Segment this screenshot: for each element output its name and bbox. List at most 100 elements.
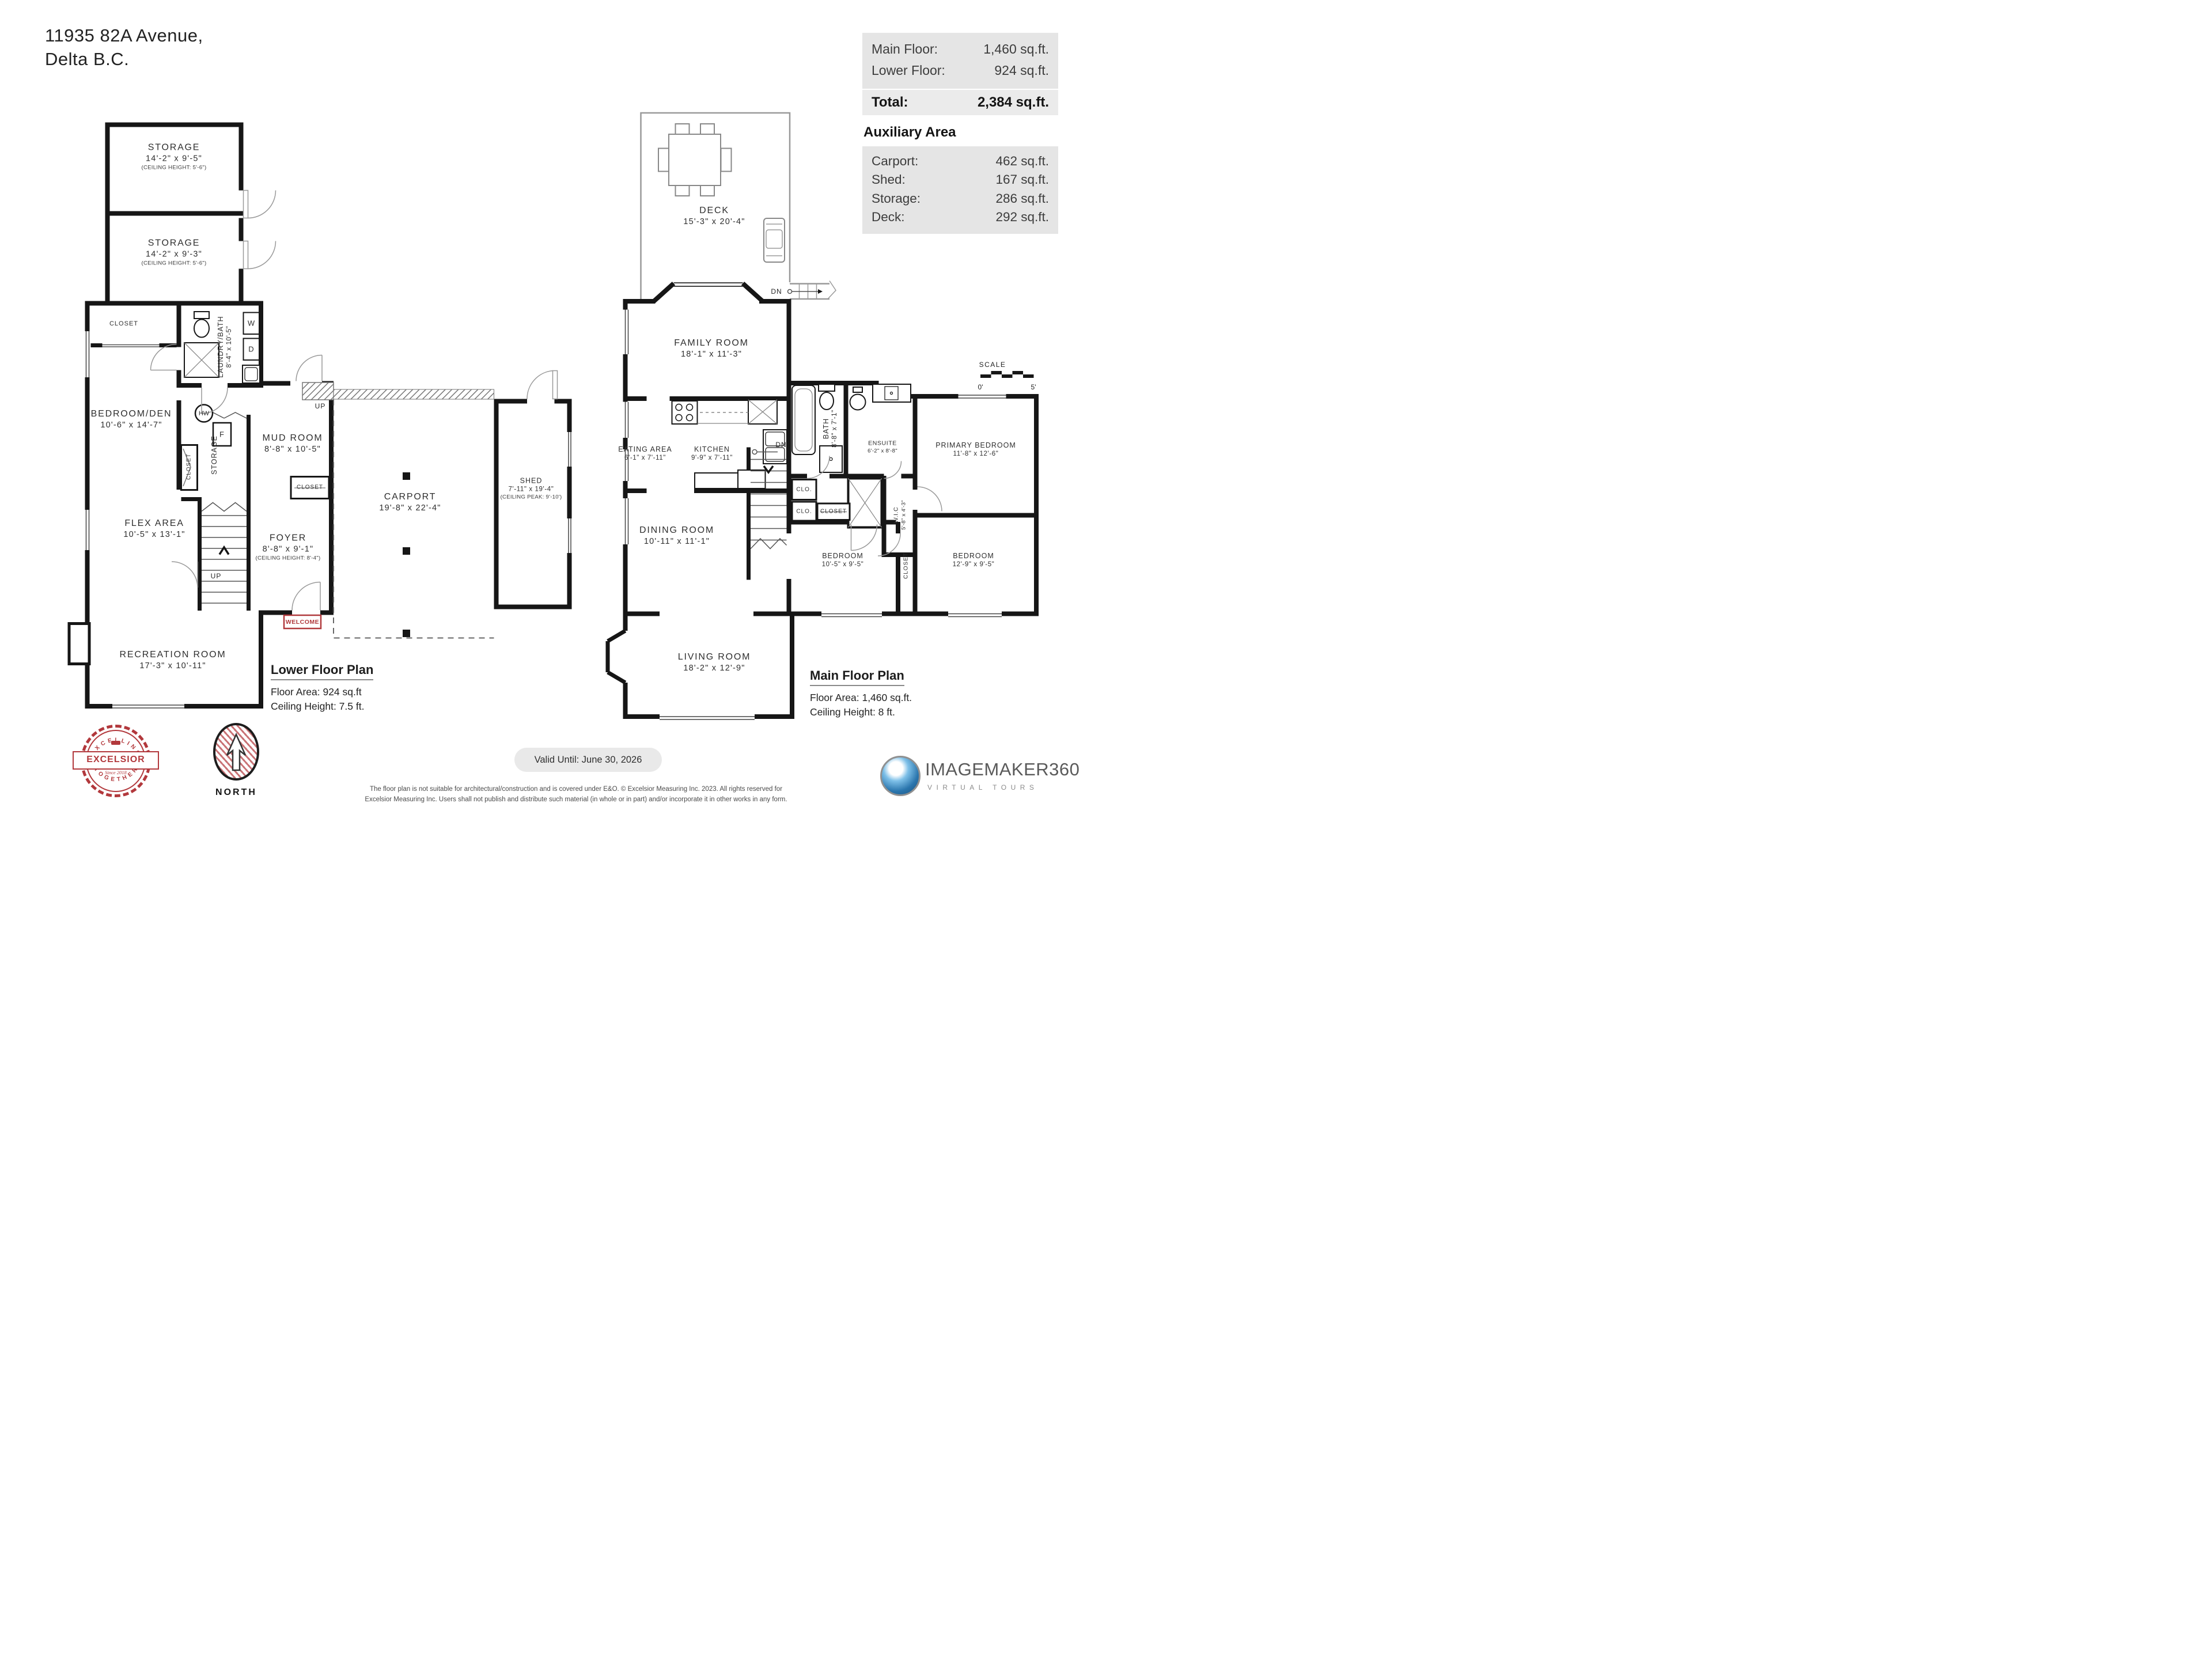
- lower-room-label-flex-area: FLEX AREA 10'-5" x 13'-1": [123, 518, 185, 539]
- main-room-label-family: FAMILY ROOM 18'-1" x 11'-3": [674, 338, 748, 359]
- excelsior-badge: · E X C E L L I N G · · T O G E T H E R …: [73, 724, 159, 798]
- room-dimensions: 11'-8" x 12'-6": [953, 450, 999, 457]
- room-name: STORAGE: [147, 142, 200, 153]
- aux-row: Carport: 462 sq.ft.: [872, 152, 1049, 171]
- entry-steps: [302, 382, 334, 400]
- auxiliary-box: Carport: 462 sq.ft. Shed: 167 sq.ft. Sto…: [862, 146, 1058, 234]
- room-dimensions: 10'-6" x 14'-7": [100, 421, 162, 430]
- main-plan-ceiling: Ceiling Height: 8 ft.: [810, 706, 895, 718]
- deck-label: Deck:: [872, 210, 905, 225]
- room-name: BEDROOM/DEN: [90, 409, 172, 419]
- room-name: STORAGE: [147, 238, 200, 248]
- lower-floor-value: 924 sq.ft.: [994, 63, 1049, 78]
- kitchen-fixtures: [671, 399, 787, 489]
- badge-since: Since 2018: [105, 770, 127, 775]
- shed-label: Shed:: [872, 172, 906, 187]
- carport-boundary: [333, 400, 494, 639]
- room-dimensions: 17'-3" x 10'-11": [139, 661, 206, 671]
- room-name: STORAGE: [210, 435, 218, 475]
- north-label: NORTH: [215, 787, 257, 797]
- room-name: DINING ROOM: [639, 525, 715, 535]
- room-name: PRIMARY BEDROOM: [935, 441, 1016, 449]
- main-label-closet-hall: CLOSET: [820, 508, 847, 515]
- north-indicator: NORTH: [212, 723, 260, 798]
- lower-label-closet-bed: CLOSET: [185, 453, 192, 480]
- aux-row: Shed: 167 sq.ft.: [872, 171, 1049, 190]
- imagemaker-name: IMAGEMAKER360: [925, 759, 1080, 779]
- room-dimensions: 6'-1" x 7'-11": [624, 454, 666, 461]
- aux-row: Storage: 286 sq.ft.: [872, 190, 1049, 209]
- room-name: BATH: [822, 418, 830, 440]
- main-room-label-dining: DINING ROOM 10'-11" x 11'-1": [639, 525, 714, 546]
- main-room-label-living: LIVING ROOM 18'-2" x 12'-9": [678, 652, 751, 673]
- chimney: [67, 622, 91, 665]
- lower-plan-title: Lower Floor Plan: [271, 662, 374, 680]
- lower-plan-caption: Lower Floor Plan Floor Area: 924 sq.ft C…: [271, 662, 374, 714]
- room-name: LIVING ROOM: [677, 652, 751, 662]
- room-dimensions: 8'-8" x 9'-1": [262, 544, 314, 554]
- room-dimensions: 8'-8" x 10'-5": [264, 445, 321, 454]
- total-value: 2,384 sq.ft.: [977, 94, 1049, 110]
- scale-bar: [980, 371, 1034, 378]
- room-dimensions: 10'-5" x 13'-1": [123, 530, 185, 539]
- main-plan-caption: Main Floor Plan Floor Area: 1,460 sq.ft.…: [810, 668, 912, 720]
- lower-plan-ceiling: Ceiling Height: 7.5 ft.: [271, 700, 365, 713]
- room-ceiling-note: (CEILING HEIGHT: 5'-6"): [141, 164, 207, 171]
- room-name: EATING AREA: [618, 445, 672, 453]
- lower-label-welcome: WELCOME: [285, 619, 320, 626]
- main-label-clo-1: CLO.: [796, 486, 812, 493]
- room-dimensions: 10'-11" x 11'-1": [643, 537, 710, 546]
- room-dimensions: 15'-3" x 20'-4": [683, 217, 745, 226]
- room-name: W.I.C: [892, 506, 900, 524]
- welcome-mat: [283, 614, 322, 630]
- freezer: [212, 422, 232, 447]
- room-ceiling-note: (CEILING HEIGHT: 5'-6"): [141, 260, 207, 267]
- scale-end: 5': [1031, 383, 1036, 391]
- room-dimensions: 14'-2" x 9'-3": [146, 249, 202, 259]
- floorplan-drawing: [67, 112, 1039, 720]
- room-dimensions: 6'-2" x 8'-8": [868, 448, 897, 454]
- lower-room-label-storage-stairs: STORAGE: [210, 435, 218, 475]
- summary-row: Lower Floor: 924 sq.ft.: [872, 60, 1049, 81]
- disclaimer-line2: Excelsior Measuring Inc. Users shall not…: [365, 796, 787, 803]
- scale-label: SCALE: [979, 361, 1006, 369]
- room-dimensions: 8'-8" x 7'-1": [831, 410, 838, 448]
- lower-label-hw: HW: [198, 410, 210, 417]
- main-doors: [806, 456, 942, 556]
- aux-row: Deck: 292 sq.ft.: [872, 208, 1049, 227]
- deck-bbq: [763, 218, 785, 263]
- total-box: Total: 2,384 sq.ft.: [862, 89, 1058, 115]
- deck-value: 292 sq.ft.: [995, 210, 1049, 225]
- storage-value: 286 sq.ft.: [995, 191, 1049, 206]
- main-plan-walls: [623, 299, 1039, 719]
- lower-doors: [150, 190, 558, 611]
- room-dimensions: 18'-1" x 11'-3": [680, 350, 743, 359]
- room-name: ENSUITE: [868, 440, 897, 447]
- room-ceiling-note: (CEILING HEIGHT: 8'-4"): [255, 555, 321, 562]
- main-floor-value: 1,460 sq.ft.: [983, 41, 1049, 56]
- room-dimensions: 18'-2" x 12'-9": [683, 664, 745, 673]
- total-row: Total: 2,384 sq.ft.: [872, 94, 1049, 111]
- badge-name: EXCELSIOR: [73, 751, 159, 770]
- room-dimensions: 7'-11" x 19'-4": [508, 486, 554, 493]
- address-line1: 11935 82A Avenue,: [45, 25, 203, 46]
- main-plan-title: Main Floor Plan: [810, 668, 904, 686]
- room-name: BEDROOM: [822, 552, 863, 560]
- room-name: FLEX AREA: [124, 518, 184, 528]
- room-name: KITCHEN: [694, 445, 730, 453]
- ensuite-fixtures: [849, 384, 911, 411]
- lower-windows: [84, 331, 571, 710]
- room-name: RECREATION ROOM: [119, 650, 226, 660]
- room-dimensions: 8'-4" x 10'-5": [226, 325, 233, 368]
- room-name: FOYER: [269, 533, 307, 543]
- room-name: CARPORT: [384, 492, 437, 502]
- room-name: FAMILY ROOM: [674, 338, 749, 348]
- auxiliary-heading: Auxiliary Area: [863, 124, 956, 140]
- floorplan-page: 11935 82A Avenue, Delta B.C. Main Floor:…: [0, 0, 1106, 830]
- storage-label: Storage:: [872, 191, 921, 206]
